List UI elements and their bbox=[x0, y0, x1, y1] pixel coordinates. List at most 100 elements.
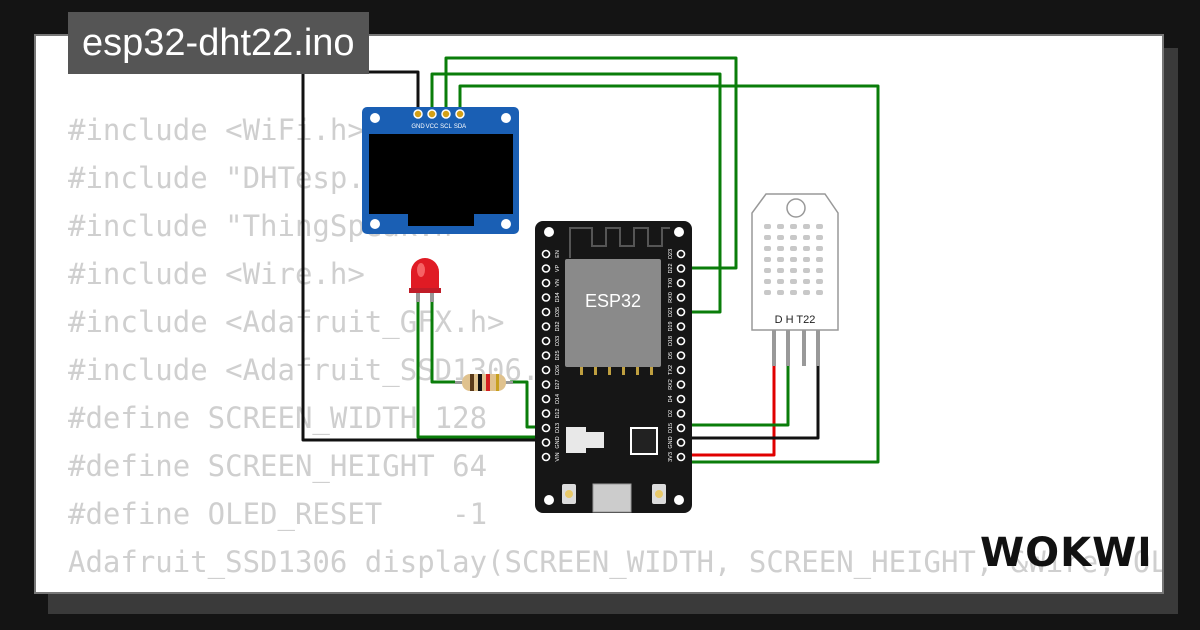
esp32-pin[interactable] bbox=[541, 322, 551, 331]
wokwi-logo-text: WOKWI bbox=[980, 530, 1148, 574]
esp32-pin[interactable] bbox=[541, 336, 551, 346]
esp32-pin-label: RX2 bbox=[668, 379, 674, 390]
esp32-pin-label: D21 bbox=[668, 307, 674, 317]
dht-grille-slot bbox=[790, 268, 797, 273]
esp32-pin[interactable] bbox=[676, 351, 686, 360]
esp32-pin[interactable] bbox=[676, 249, 686, 259]
dht-grille-slot bbox=[816, 268, 823, 273]
wire-dht-vcc bbox=[688, 362, 776, 457]
esp32-pin-label: D35 bbox=[555, 307, 561, 317]
esp32-pin[interactable] bbox=[676, 394, 686, 404]
esp32-pin-label: D19 bbox=[668, 321, 674, 331]
esp32-pin[interactable] bbox=[541, 293, 551, 302]
dht-label: D H T22 bbox=[775, 314, 816, 326]
esp32-pin[interactable] bbox=[676, 293, 686, 302]
esp32-pin[interactable] bbox=[676, 264, 686, 273]
dht-grille-slot bbox=[803, 224, 810, 229]
esp32-pin-label: D4 bbox=[668, 395, 674, 402]
esp32-pin[interactable] bbox=[541, 452, 551, 462]
wire-oled-sda bbox=[458, 84, 880, 464]
dht-grille-slot bbox=[790, 290, 797, 295]
wire-led-gnd bbox=[416, 300, 545, 439]
esp32-pin-label: VP bbox=[555, 265, 561, 273]
dht-grille-slot bbox=[816, 235, 823, 240]
esp32-pin-label: VN bbox=[555, 279, 561, 287]
wire-dht-data bbox=[688, 362, 790, 427]
dht-grille-slot bbox=[777, 235, 784, 240]
esp32-pin[interactable] bbox=[676, 365, 686, 375]
esp32-pin-label: TX0 bbox=[668, 278, 674, 288]
esp32-pin-label: EN bbox=[555, 250, 561, 258]
esp32-pin[interactable] bbox=[676, 336, 686, 346]
esp32-pin[interactable] bbox=[541, 249, 551, 259]
esp32-pin-label: D32 bbox=[555, 321, 561, 331]
esp32-pin[interactable] bbox=[541, 365, 551, 375]
resistor[interactable] bbox=[455, 374, 513, 391]
esp32-pin-label: D15 bbox=[668, 423, 674, 433]
oled-pin-label: GND bbox=[411, 124, 425, 130]
dht-grille-slot bbox=[816, 257, 823, 262]
esp32-pin-label: D12 bbox=[555, 408, 561, 418]
esp32-pin[interactable] bbox=[541, 394, 551, 404]
dht-grille-slot bbox=[803, 290, 810, 295]
esp32-pin[interactable] bbox=[541, 307, 551, 317]
wire-dht-gnd bbox=[688, 362, 820, 440]
dht-grille-slot bbox=[777, 279, 784, 284]
esp32-pin[interactable] bbox=[676, 423, 686, 433]
dht-grille-slot bbox=[803, 246, 810, 251]
esp32-pin-label: D33 bbox=[555, 336, 561, 346]
esp32-pin[interactable] bbox=[541, 423, 551, 433]
dht-grille-slot bbox=[816, 246, 823, 251]
dht-grille-slot bbox=[816, 224, 823, 229]
esp32-pin-label: VIN bbox=[555, 452, 561, 461]
dht-grille-slot bbox=[777, 224, 784, 229]
dht-grille-slot bbox=[764, 257, 771, 262]
wire-oled-vcc bbox=[430, 72, 722, 314]
oled-pin-label: SCL bbox=[440, 124, 452, 130]
red-led[interactable] bbox=[409, 258, 441, 302]
dht22-sensor[interactable]: D H T22 bbox=[751, 193, 839, 366]
code-line: #define SCREEN_HEIGHT 64 bbox=[68, 449, 488, 483]
dht-grille-slot bbox=[764, 268, 771, 273]
dht-grille-slot bbox=[790, 235, 797, 240]
esp32-pin[interactable] bbox=[541, 409, 551, 418]
esp32-pin-label: TX2 bbox=[668, 365, 674, 375]
esp32-pin[interactable] bbox=[541, 278, 551, 288]
wire-led-resistor bbox=[430, 300, 455, 384]
code-line: #include <WiFi.h> bbox=[68, 113, 365, 147]
esp32-pin[interactable] bbox=[676, 452, 686, 462]
dht-grille-slot bbox=[764, 279, 771, 284]
esp32-pin-label: D22 bbox=[668, 263, 674, 273]
dht-grille-slot bbox=[790, 279, 797, 284]
code-line: #define OLED_RESET -1 bbox=[68, 497, 488, 531]
dht-grille-slot bbox=[803, 279, 810, 284]
esp32-pin[interactable] bbox=[541, 380, 551, 389]
oled-pin-label: VCC bbox=[426, 124, 439, 130]
esp32-pin-label: D23 bbox=[668, 249, 674, 259]
dht-grille-slot bbox=[777, 246, 784, 251]
esp32-pin-label: D27 bbox=[555, 379, 561, 389]
esp32-pin[interactable] bbox=[676, 307, 686, 317]
project-filename: esp32-dht22.ino bbox=[68, 12, 369, 74]
esp32-pin-label: D13 bbox=[555, 423, 561, 433]
dht-grille-slot bbox=[764, 235, 771, 240]
esp32-pin[interactable] bbox=[541, 438, 551, 447]
esp32-pin[interactable] bbox=[676, 438, 686, 447]
esp32-pin-label: D2 bbox=[668, 410, 674, 417]
oled-pin-label: SDA bbox=[454, 124, 466, 130]
esp32-pin[interactable] bbox=[676, 278, 686, 288]
esp32-pin[interactable] bbox=[676, 409, 686, 418]
code-line: #define SCREEN_WIDTH 128 bbox=[68, 401, 488, 435]
dht-grille-slot bbox=[790, 257, 797, 262]
esp32-pin[interactable] bbox=[676, 380, 686, 389]
esp32-pin[interactable] bbox=[541, 264, 551, 273]
oled-display[interactable]: GND VCC SCL SDA bbox=[362, 107, 519, 234]
esp32-pin[interactable] bbox=[541, 351, 551, 360]
dht-grille-slot bbox=[764, 246, 771, 251]
dht-grille-slot bbox=[803, 257, 810, 262]
dht-grille-slot bbox=[803, 235, 810, 240]
code-line: Adafruit_SSD1306 display(SCREEN_WIDTH, S… bbox=[68, 545, 1162, 579]
esp32-board[interactable]: ESP32 ENVPVND34D35D32D33D25D26D27D14D12D… bbox=[535, 221, 692, 513]
esp32-pin[interactable] bbox=[676, 322, 686, 331]
